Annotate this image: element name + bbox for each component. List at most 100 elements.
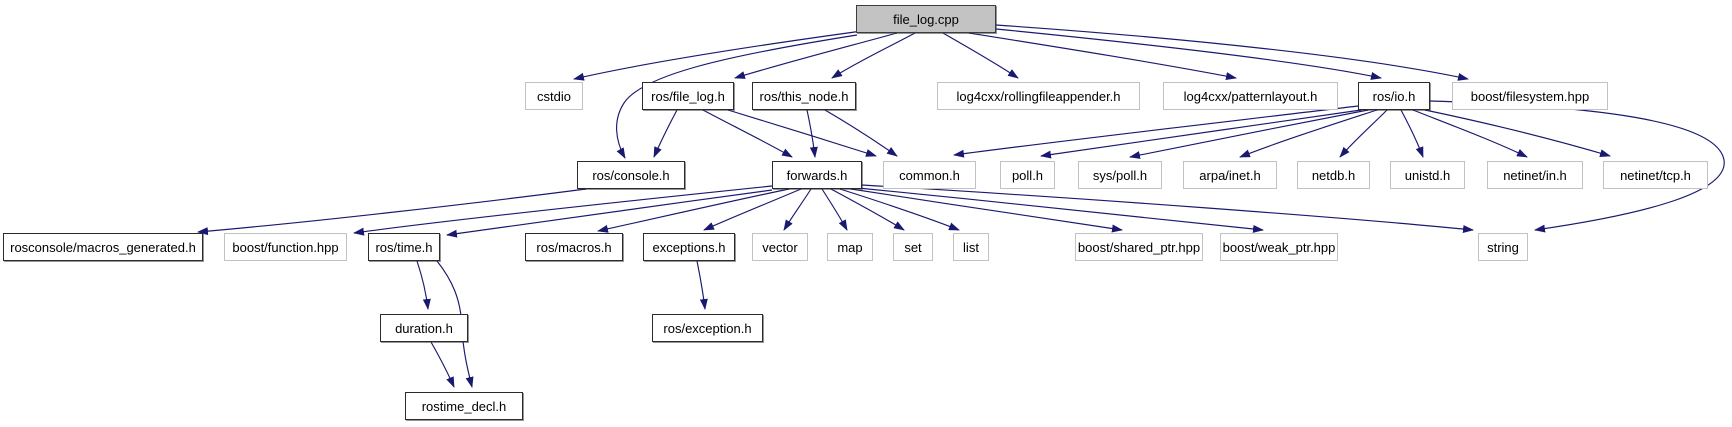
node-label: ros/time.h <box>375 239 433 255</box>
edge-ros-file-log-h-to-ros-console-h <box>653 109 678 158</box>
node-poll-h: poll.h <box>1000 161 1055 189</box>
node-label: sys/poll.h <box>1092 167 1148 183</box>
node-list: list <box>953 233 989 261</box>
edge-forwards-h-to-ros-time-h <box>446 189 773 238</box>
node-label: cstdio <box>537 88 571 104</box>
edge-forwards-h-to-exceptions-h <box>703 188 802 231</box>
node-ros-io-h[interactable]: ros/io.h <box>1358 82 1430 110</box>
node-label: log4cxx/rollingfileappender.h <box>956 88 1121 104</box>
node-label: arpa/inet.h <box>1199 167 1261 183</box>
node-label: netinet/tcp.h <box>1620 167 1691 183</box>
node-label: exceptions.h <box>652 239 726 255</box>
edge-file-log-cpp-to-ros-file-log-h <box>734 32 898 79</box>
node-ros-file-log-h[interactable]: ros/file_log.h <box>642 82 734 110</box>
edge-file-log-cpp-to-log4cxx-patternlayout-h <box>968 32 1237 81</box>
node-cstdio: cstdio <box>525 82 583 110</box>
node-label: ros/macros.h <box>536 239 612 255</box>
node-label: poll.h <box>1011 167 1044 183</box>
node-ros-console-h[interactable]: ros/console.h <box>577 161 685 189</box>
node-boost-shared-ptr-hpp: boost/shared_ptr.hpp <box>1075 233 1203 261</box>
node-label: duration.h <box>395 320 453 336</box>
node-label: string <box>1487 239 1519 255</box>
node-duration-h[interactable]: duration.h <box>380 314 468 342</box>
node-label: forwards.h <box>786 167 848 183</box>
edge-file-log-cpp-to-ros-this-node-h <box>831 32 916 79</box>
node-rostime-decl-h[interactable]: rostime_decl.h <box>405 392 523 420</box>
edge-forwards-h-to-list <box>839 188 960 231</box>
edge-exceptions-h-to-ros-exception-h <box>696 260 708 310</box>
edge-forwards-h-to-set <box>830 188 905 231</box>
node-label: ros/this_node.h <box>759 88 849 104</box>
node-label: netinet/in.h <box>1503 167 1567 183</box>
node-label: boost/function.hpp <box>232 239 339 255</box>
node-log4cxx-rollingfileappender-h: log4cxx/rollingfileappender.h <box>937 82 1140 110</box>
node-label: netdb.h <box>1311 167 1356 183</box>
node-ros-this-node-h[interactable]: ros/this_node.h <box>752 82 856 110</box>
edge-ros-io-h-to-netinet-tcp-h <box>1424 109 1611 157</box>
edge-forwards-h-to-map <box>821 188 848 231</box>
edge-ros-file-log-h-to-common-h <box>727 109 877 157</box>
node-label: log4cxx/patternlayout.h <box>1183 88 1318 104</box>
node-label: rostime_decl.h <box>421 398 507 414</box>
node-string: string <box>1478 233 1528 261</box>
edge-file-log-cpp-to-boost-filesystem-hpp <box>995 24 1469 81</box>
edge-ros-time-h-to-duration-h <box>416 260 431 310</box>
node-netinet-tcp-h: netinet/tcp.h <box>1603 161 1708 189</box>
node-label: unistd.h <box>1404 167 1451 183</box>
node-label: map <box>837 239 863 255</box>
node-map: map <box>827 233 873 261</box>
edge-ros-this-node-h-to-common-h <box>824 109 898 157</box>
node-ros-time-h[interactable]: ros/time.h <box>368 233 440 261</box>
node-label: rosconsole/macros_generated.h <box>10 239 196 255</box>
node-netdb-h: netdb.h <box>1297 161 1370 189</box>
node-boost-function-hpp: boost/function.hpp <box>224 233 347 261</box>
edge-forwards-h-to-vector <box>783 188 812 231</box>
edge-duration-h-to-rostime-decl-h <box>430 341 455 388</box>
node-set: set <box>893 233 933 261</box>
node-exceptions-h[interactable]: exceptions.h <box>643 233 735 261</box>
node-arpa-inet-h: arpa/inet.h <box>1183 161 1277 189</box>
node-boost-filesystem-hpp: boost/filesystem.hpp <box>1452 82 1608 110</box>
edge-file-log-cpp-to-cstdio <box>573 30 863 81</box>
node-sys-poll-h: sys/poll.h <box>1078 161 1162 189</box>
edge-ros-io-h-to-sys-poll-h <box>1129 109 1369 159</box>
node-netinet-in-h: netinet/in.h <box>1487 161 1583 189</box>
node-label: ros/exception.h <box>663 320 752 336</box>
edge-forwards-h-to-boost-shared-ptr-hpp <box>850 188 1123 233</box>
node-forwards-h[interactable]: forwards.h <box>772 161 862 189</box>
node-label: boost/weak_ptr.hpp <box>1222 239 1336 255</box>
node-label: set <box>904 239 922 255</box>
edge-ros-io-h-to-unistd-h <box>1400 109 1424 158</box>
node-label: file_log.cpp <box>893 11 959 27</box>
edge-forwards-h-to-boost-function-hpp <box>353 185 773 236</box>
node-label: list <box>963 239 979 255</box>
edge-ros-file-log-h-to-forwards-h <box>702 109 793 158</box>
node-ros-macros-h[interactable]: ros/macros.h <box>525 233 623 261</box>
node-unistd-h: unistd.h <box>1390 161 1465 189</box>
edge-ros-console-h-to-rosconsole-macros-generated-h <box>197 188 587 236</box>
edge-ros-io-h-to-arpa-inet-h <box>1239 109 1378 158</box>
node-label: ros/io.h <box>1372 88 1416 104</box>
node-boost-weak-ptr-hpp: boost/weak_ptr.hpp <box>1220 233 1338 261</box>
node-label: ros/file_log.h <box>651 88 725 104</box>
edge-ros-io-h-to-netinet-in-h <box>1412 109 1528 158</box>
node-label: vector <box>762 239 798 255</box>
edge-ros-this-node-h-to-forwards-h <box>806 109 818 158</box>
node-label: boost/shared_ptr.hpp <box>1077 239 1201 255</box>
node-rosconsole-macros-generated-h[interactable]: rosconsole/macros_generated.h <box>3 233 203 261</box>
node-vector: vector <box>752 233 808 261</box>
edge-ros-io-h-to-poll-h <box>1040 109 1362 159</box>
node-file-log-cpp: file_log.cpp <box>856 5 996 33</box>
edge-ros-io-h-to-common-h <box>953 105 1359 158</box>
node-ros-exception-h[interactable]: ros/exception.h <box>652 314 763 342</box>
edge-file-log-cpp-to-ros-io-h <box>995 28 1382 80</box>
node-common-h: common.h <box>883 161 976 189</box>
node-label: common.h <box>899 167 960 183</box>
node-log4cxx-patternlayout-h: log4cxx/patternlayout.h <box>1163 82 1338 110</box>
edge-forwards-h-to-ros-macros-h <box>597 188 790 233</box>
node-label: boost/filesystem.hpp <box>1470 88 1590 104</box>
edge-ros-io-h-to-netdb-h <box>1339 109 1388 158</box>
node-label: ros/console.h <box>592 167 670 183</box>
